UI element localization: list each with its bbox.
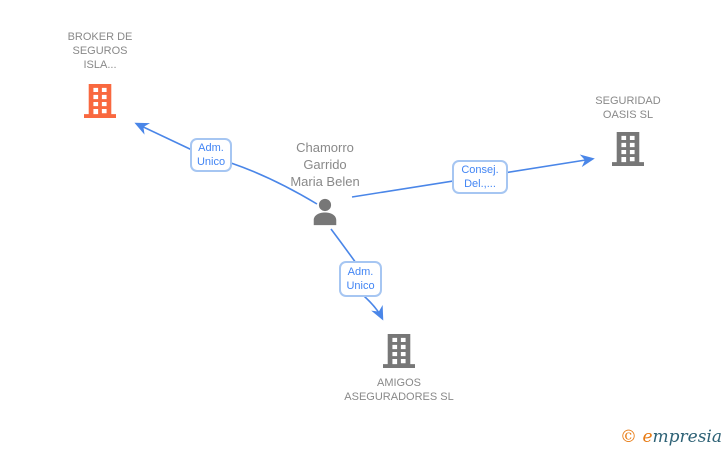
brand-rest: mpresia [652,427,723,447]
empresia-logo[interactable]: © empresia [620,427,722,447]
node-label: BROKER DE SEGUROS ISLA... [67,31,133,71]
edge-person-to-broker-arrow [134,122,193,151]
brand-first-letter: e [642,427,653,447]
edge-label-adm-unico-broker[interactable]: Adm. Unico [190,138,232,172]
company-building-icon[interactable] [612,132,644,166]
node-label: Chamorro Garrido Maria Belen [290,140,360,189]
edge-person-to-broker-tail [230,162,318,205]
edge-label-adm-unico-amigos[interactable]: Adm. Unico [339,261,382,297]
company-building-icon[interactable] [383,334,415,368]
node-broker-de-seguros[interactable]: BROKER DE SEGUROS ISLA... [60,30,140,118]
node-amigos-aseguradores[interactable]: AMIGOS ASEGURADORES SL [339,334,459,404]
node-seguridad-oasis[interactable]: SEGURIDAD OASIS SL [578,94,678,166]
node-label: AMIGOS ASEGURADORES SL [344,377,454,403]
person-icon[interactable] [310,197,340,227]
copyright-icon: © [620,427,638,447]
company-building-icon[interactable] [84,84,116,118]
edge-label-consej-del-seguridad[interactable]: Consej. Del.,... [452,160,508,194]
node-person-chamorro-garrido[interactable]: Chamorro Garrido Maria Belen [288,139,362,227]
edge-person-to-amigos-tail [330,228,357,264]
node-label: SEGURIDAD OASIS SL [595,95,661,121]
edge-person-to-amigos-arrow [363,295,384,321]
